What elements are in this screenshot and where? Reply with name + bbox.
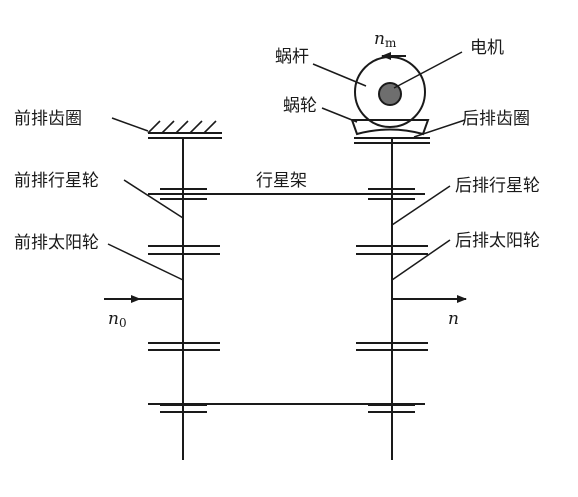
label-front-sun: 前排太阳轮 xyxy=(14,233,99,253)
symbol-n0-sub: 0 xyxy=(119,316,127,330)
label-rear-sun: 后排太阳轮 xyxy=(455,231,540,251)
rear-gear-pairs xyxy=(356,188,428,413)
symbol-n0: n0 xyxy=(108,309,127,330)
symbol-n0-base: n xyxy=(108,309,119,329)
label-front-planet: 前排行星轮 xyxy=(14,171,99,191)
symbol-nm-sub: m xyxy=(385,36,397,50)
label-worm: 蜗杆 xyxy=(275,47,309,67)
leader-lines xyxy=(107,51,466,281)
motor-hub xyxy=(378,82,402,106)
ground-hatch xyxy=(147,120,217,134)
worm-drive xyxy=(350,56,430,136)
label-rear-planet: 后排行星轮 xyxy=(455,176,540,196)
symbol-n-output: n xyxy=(448,309,459,329)
front-ring-gear xyxy=(147,120,222,139)
label-front-ring: 前排齿圈 xyxy=(14,109,82,129)
symbol-nm-base: n xyxy=(374,29,385,49)
label-worm-wheel: 蜗轮 xyxy=(283,96,317,116)
label-motor: 电机 xyxy=(470,38,504,58)
rear-ring-gear xyxy=(354,137,430,144)
label-carrier: 行星架 xyxy=(256,171,307,191)
label-rear-ring: 后排齿圈 xyxy=(462,109,530,129)
symbol-nm: nm xyxy=(374,29,397,50)
